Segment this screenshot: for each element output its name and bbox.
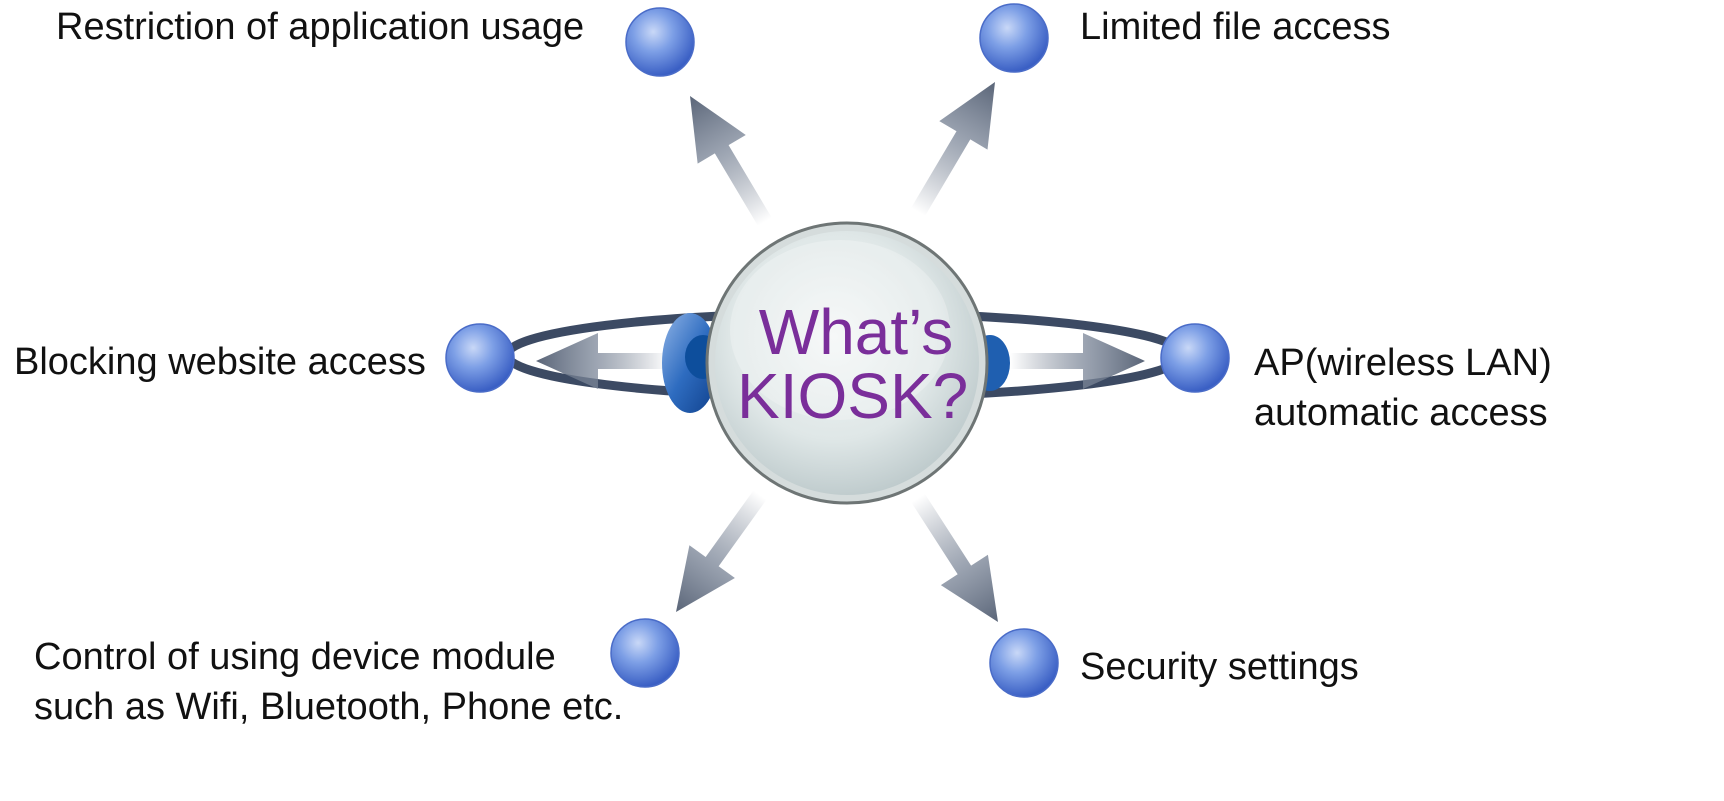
- arrow-to-ap-automatic-access-icon: [1010, 333, 1145, 389]
- feature-label-line: such as Wifi, Bluetooth, Phone etc.: [34, 686, 624, 728]
- arrows-group: [536, 81, 1145, 623]
- node-ap-automatic-access-icon: [1160, 323, 1230, 393]
- node-blocking-website-access-icon: [445, 323, 515, 393]
- feature-label-line: Restriction of application usage: [56, 6, 585, 48]
- feature-label-restriction-app-usage: Restriction of application usage: [56, 2, 584, 52]
- arrow-to-restriction-app-usage-icon: [690, 96, 772, 227]
- feature-label-line: Security settings: [1080, 646, 1359, 688]
- feature-label-security-settings: Security settings: [1080, 642, 1359, 692]
- arrow-to-security-settings-icon: [911, 493, 999, 623]
- node-control-device-module-icon: [610, 618, 680, 688]
- node-security-settings-icon: [989, 628, 1059, 698]
- feature-label-ap-automatic-access: AP(wireless LAN) automatic access: [1254, 338, 1552, 438]
- feature-label-line: Control of using device module: [34, 636, 556, 678]
- feature-label-control-device-module: Control of using device module such as W…: [34, 632, 623, 732]
- nodes-group: [445, 3, 1230, 698]
- arrow-to-control-device-module-icon: [676, 490, 767, 612]
- feature-label-blocking-website-access: Blocking website access: [14, 337, 426, 387]
- feature-label-line: Limited file access: [1080, 6, 1391, 48]
- feature-label-line: Blocking website access: [14, 341, 426, 383]
- feature-label-line: automatic access: [1254, 392, 1548, 434]
- center-title: What’s KIOSK?: [737, 296, 969, 432]
- arrow-to-blocking-website-access-icon: [536, 333, 668, 389]
- center-sphere: [705, 221, 989, 505]
- center-title-line-1: What’s: [758, 296, 954, 368]
- feature-label-line: AP(wireless LAN): [1254, 342, 1552, 384]
- node-restriction-app-usage-icon: [625, 7, 695, 77]
- feature-label-limited-file-access: Limited file access: [1080, 2, 1390, 52]
- arrow-to-limited-file-access-icon: [911, 81, 996, 217]
- node-limited-file-access-icon: [979, 3, 1049, 73]
- center-title-line-2: KIOSK?: [737, 360, 969, 432]
